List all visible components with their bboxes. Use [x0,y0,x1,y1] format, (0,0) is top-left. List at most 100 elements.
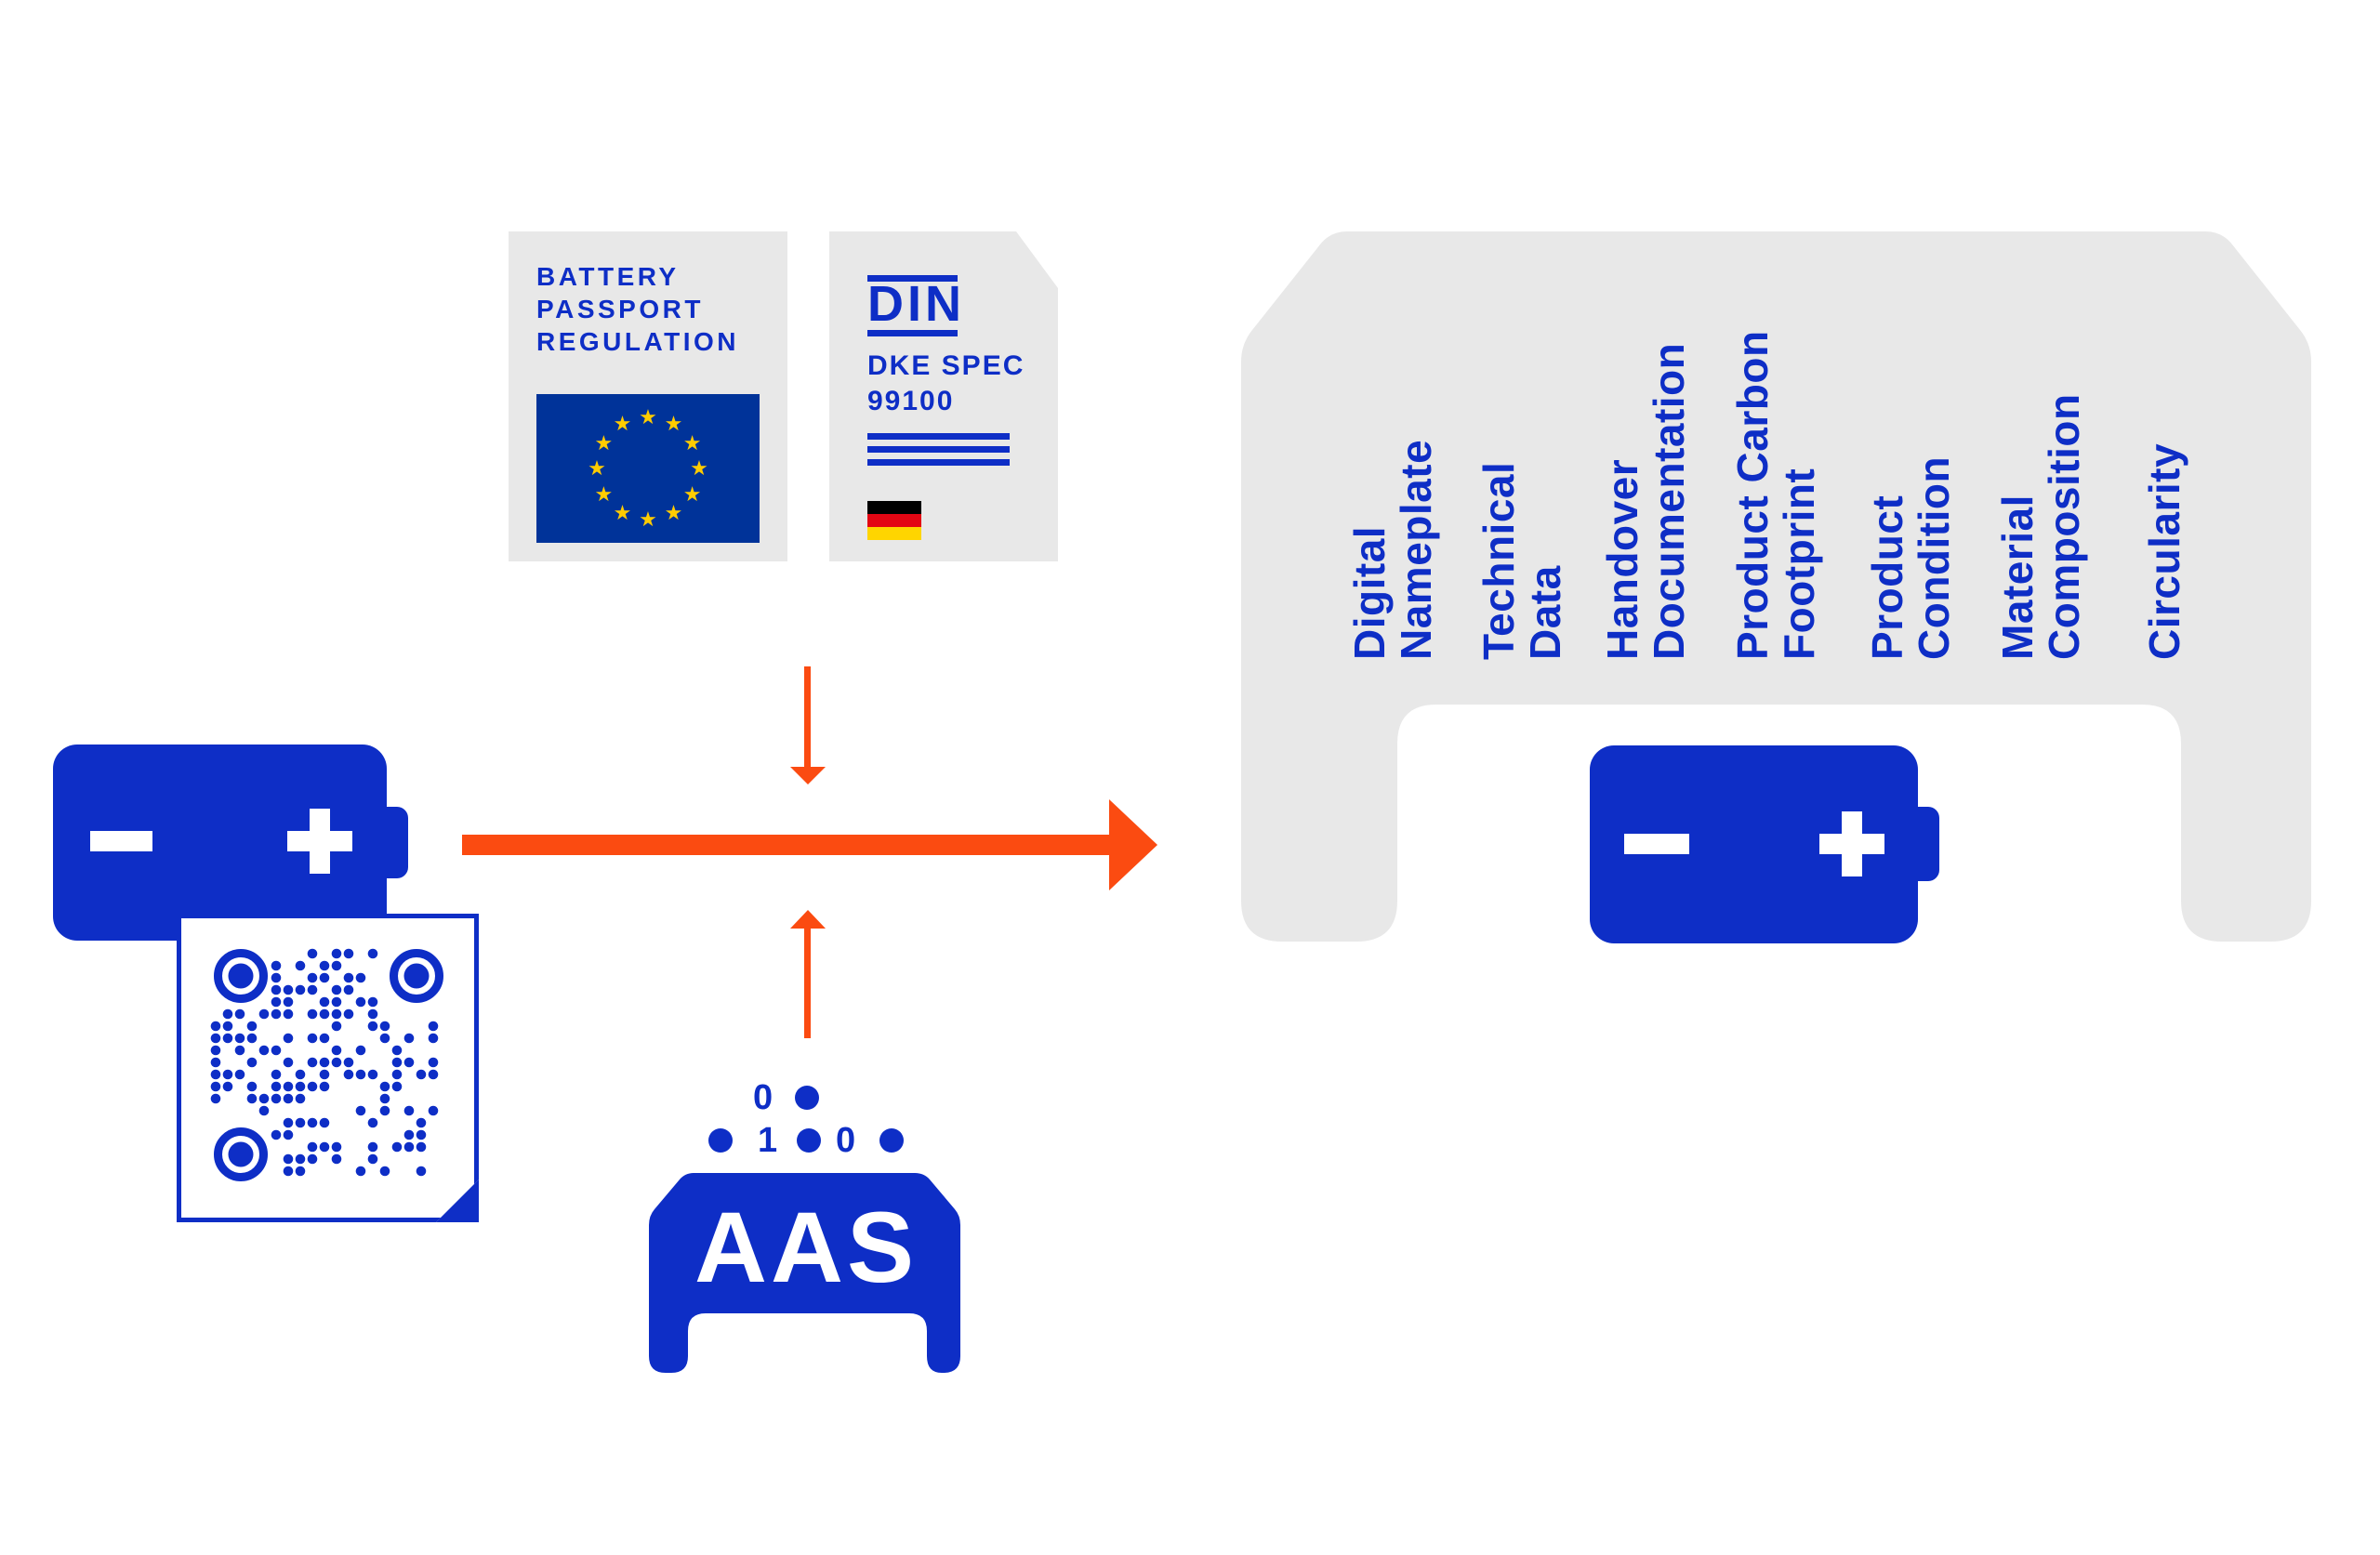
qr-finder-icon [390,949,443,1003]
eu-star-icon: ★ [664,500,683,524]
qr-dot [379,1105,390,1116]
eu-star-icon: ★ [639,405,657,428]
qr-dot [379,1021,390,1032]
qr-dot [355,1166,366,1177]
qr-dot [307,1081,318,1092]
qr-dot [246,1033,258,1044]
passport-label-circularity: Circularity [2140,442,2188,660]
eu-flag-icon: ★★★★★★★★★★★★ [536,394,760,543]
qr-dot [234,1045,245,1056]
qr-dot [428,1105,439,1116]
qr-dot [295,984,306,995]
qr-dot [331,1008,342,1020]
qr-dot [210,1081,221,1092]
qr-dot [295,1093,306,1104]
qr-dot [367,996,378,1008]
binary-dot-icon [879,1128,904,1153]
qr-dot [307,984,318,995]
qr-dot [271,1093,282,1104]
qr-dot [234,1033,245,1044]
qr-dot [307,1033,318,1044]
passport-label-product-condition: Product Condition [1863,455,1958,660]
qr-dot [416,1166,427,1177]
eu-star-icon: ★ [639,507,657,531]
qr-dot [379,1081,390,1092]
qr-dot [210,1069,221,1080]
qr-dot [319,1033,330,1044]
qr-dot [355,1105,366,1116]
qr-dot [343,984,354,995]
qr-dot [283,1117,294,1128]
qr-dot [271,996,282,1008]
qr-dot [331,996,342,1008]
battery-minus-icon [1624,834,1689,854]
qr-dot [331,984,342,995]
qr-dot [234,1069,245,1080]
regulation-card-title: BATTERY PASSPORT REGULATION [536,262,740,356]
qr-dot [271,960,282,971]
arrow-up-icon [804,929,811,1038]
qr-dot [307,1117,318,1128]
eu-star-icon: ★ [594,481,614,506]
qr-dot [283,1093,294,1104]
qr-dot [416,1129,427,1140]
qr-dot [210,1033,221,1044]
battery-terminal [1915,807,1939,881]
qr-dot [416,1069,427,1080]
qr-dot [222,1021,233,1032]
qr-dot [355,996,366,1008]
eu-star-icon: ★ [594,430,614,455]
qr-dot [258,1008,270,1020]
qr-dot [343,948,354,959]
binary-dot-icon [795,1086,819,1110]
qr-dot [403,1033,415,1044]
qr-dot [307,972,318,983]
eu-star-icon: ★ [613,500,632,524]
qr-dot [331,1045,342,1056]
qr-finder-icon [214,949,268,1003]
eu-star-icon: ★ [690,456,708,480]
passport-label-material-composition: Material Composition [1993,393,2088,660]
qr-dot [367,1069,378,1080]
qr-dot [283,1081,294,1092]
qr-dot [367,1117,378,1128]
qr-dot [295,1153,306,1165]
qr-dot [295,1081,306,1092]
qr-dot [403,1141,415,1153]
qr-dot [379,1166,390,1177]
qr-dot [367,1008,378,1020]
qr-dot [391,1057,403,1068]
passport-label-product-carbon-footprint: Product Carbon Footprint [1728,330,1823,660]
arrow-down-head-icon [790,767,826,784]
qr-dot [428,1033,439,1044]
qr-dot [331,1021,342,1032]
binary-digit: 0 [836,1121,856,1160]
qr-dot [307,948,318,959]
qr-dot [295,960,306,971]
qr-dot [343,972,354,983]
passport-label-digital-nameplate: Digital Nameplate [1345,439,1440,660]
qr-dot [331,960,342,971]
qr-dot [283,1153,294,1165]
qr-dot [307,1141,318,1153]
qr-dot [222,1069,233,1080]
qr-dot [391,1069,403,1080]
qr-finder-icon [214,1127,268,1181]
qr-dot [416,1117,427,1128]
qr-dot [283,1129,294,1140]
qr-dot [258,1045,270,1056]
qr-dot [391,1141,403,1153]
qr-dot [391,1081,403,1092]
qr-dot [403,1105,415,1116]
qr-dot [319,1008,330,1020]
qr-dot [246,1021,258,1032]
qr-dot [271,1129,282,1140]
eu-star-icon: ★ [682,481,702,506]
qr-dot [258,1093,270,1104]
qr-dot [271,972,282,983]
din-spec-text: DKE SPEC 99100 [867,350,1025,416]
aas-label: AAS [694,1191,919,1303]
qr-dot [283,1166,294,1177]
qr-dot [307,1008,318,1020]
qr-dot [271,1081,282,1092]
